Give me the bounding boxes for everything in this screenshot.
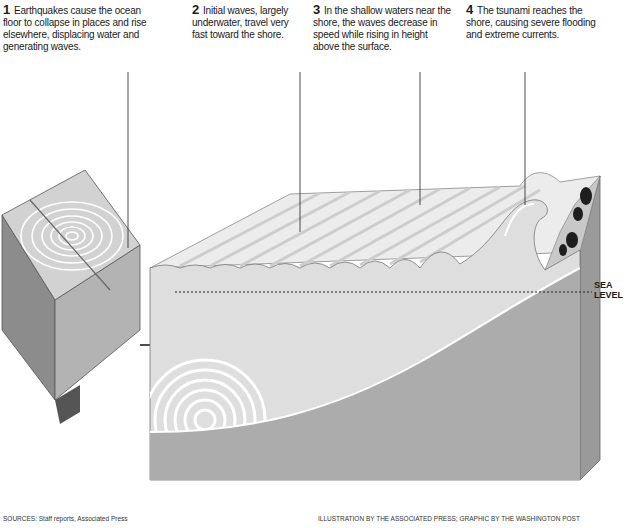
tree	[573, 207, 583, 221]
cross-section-detail	[145, 268, 580, 480]
callout-text: The tsunami reaches the shore, causing s…	[466, 5, 606, 41]
leader-line	[420, 72, 421, 205]
ripple	[42, 216, 102, 256]
source-credit: SOURCES: Staff reports, Associated Press	[3, 515, 203, 523]
sea-level-label: SEA LEVEL	[594, 280, 624, 300]
inset-ripples	[21, 202, 123, 270]
leader-line	[525, 72, 526, 205]
ripple	[59, 227, 85, 245]
sea-floor-line	[150, 268, 580, 432]
ripple	[51, 222, 93, 250]
ripple	[32, 209, 112, 263]
breaking-wave-foam	[505, 204, 534, 236]
tree	[566, 232, 578, 248]
ripple	[66, 232, 78, 240]
tree	[580, 187, 592, 205]
leader-line	[128, 72, 129, 248]
callout-text: Initial waves, largely underwater, trave…	[192, 5, 304, 41]
ripple	[21, 202, 123, 270]
tree	[559, 244, 567, 256]
callout-text: In the shallow waters near the shore, th…	[313, 5, 453, 53]
inset-top-face	[2, 170, 140, 300]
fault-line	[30, 200, 110, 290]
trees	[559, 187, 592, 256]
illustration-credit: ILLUSTRATION BY THE ASSOCIATED PRESS; GR…	[318, 515, 624, 523]
leader-line	[300, 72, 301, 232]
wave-ring	[195, 410, 215, 430]
callout-text: Earthquakes cause the ocean floor to col…	[3, 5, 153, 53]
sea-floor-ground	[150, 268, 580, 480]
sea-level-line	[175, 292, 592, 293]
fault-block	[55, 385, 80, 424]
water-cross-section	[150, 200, 580, 480]
